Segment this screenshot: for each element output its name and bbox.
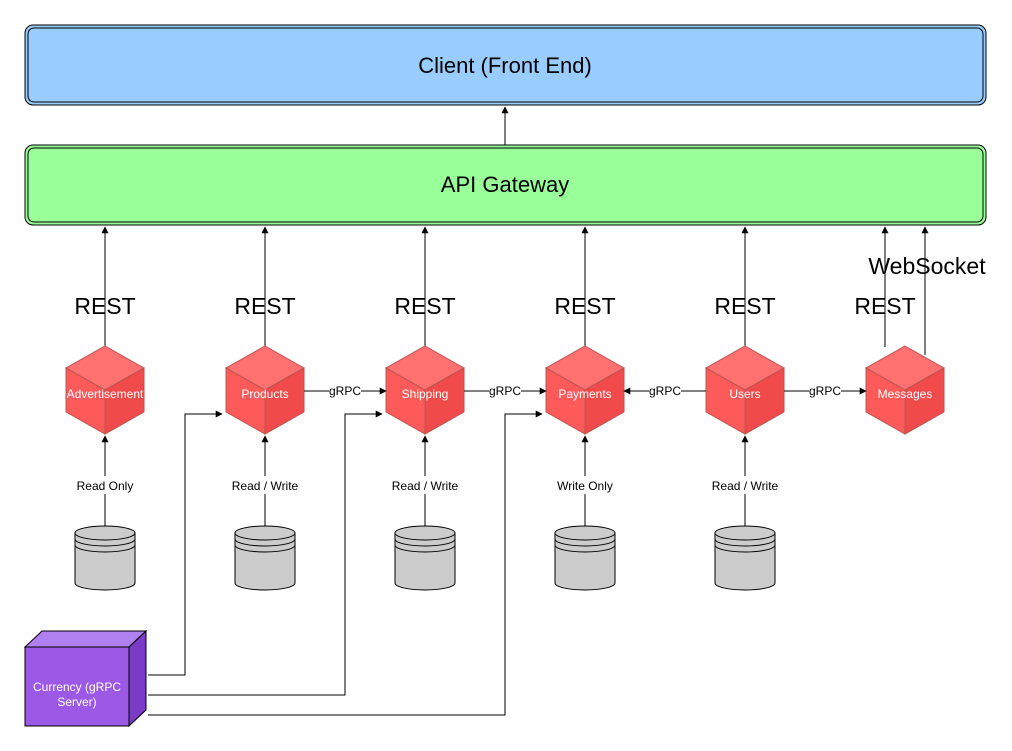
products-db-access-label: Read / Write — [232, 479, 299, 493]
currency-to-shipping-line — [148, 410, 383, 696]
grpc-label: gRPC — [489, 384, 521, 398]
payments-protocol-label: REST — [554, 293, 615, 319]
shipping-database[interactable] — [394, 525, 456, 591]
users-protocol-label: REST — [714, 293, 775, 319]
products-protocol-label: REST — [234, 293, 295, 319]
products-database[interactable] — [234, 525, 296, 591]
users-label: Users — [729, 387, 760, 401]
currency-server[interactable]: Currency (gRPC Server) — [23, 629, 148, 728]
messages-cube[interactable]: Messages — [864, 345, 946, 435]
shipping-label: Shipping — [402, 387, 449, 401]
grpc-links-layer: gRPC gRPC gRPC gRPC — [304, 382, 867, 398]
products-cube[interactable]: Products — [224, 345, 306, 435]
advertisement-cube[interactable]: Advertisement — [64, 345, 146, 435]
shipping-protocol-label: REST — [394, 293, 455, 319]
currency-label-line2: Server) — [57, 695, 96, 709]
currency-connections — [148, 410, 543, 716]
payments-cube[interactable]: Payments — [544, 345, 626, 435]
shipping-cube[interactable]: Shipping — [384, 345, 466, 435]
currency-to-products-line — [148, 410, 223, 676]
api-gateway-label: API Gateway — [441, 172, 569, 197]
currency-label-line1: Currency (gRPC — [33, 680, 121, 694]
products-label: Products — [241, 387, 288, 401]
grpc-label: gRPC — [649, 384, 681, 398]
advertisement-protocol-label: REST — [74, 293, 135, 319]
grpc-label: gRPC — [329, 384, 361, 398]
grpc-link-users-payments: gRPC — [623, 382, 706, 398]
advertisement-db-access-label: Read Only — [77, 479, 134, 493]
api-gateway-box[interactable]: API Gateway — [24, 144, 987, 226]
messages-protocol-label: REST — [854, 293, 915, 319]
users-cube[interactable]: Users — [704, 345, 786, 435]
client-box[interactable]: Client (Front End) — [24, 24, 987, 106]
grpc-label: gRPC — [809, 384, 841, 398]
client-label: Client (Front End) — [418, 53, 592, 78]
currency-to-payments-line — [148, 410, 543, 716]
grpc-link-products-shipping: gRPC — [304, 382, 387, 398]
shipping-db-access-label: Read / Write — [392, 479, 459, 493]
websocket-label: WebSocket — [868, 253, 986, 279]
payments-database[interactable] — [554, 525, 616, 591]
advertisement-database[interactable] — [74, 525, 136, 591]
grpc-link-shipping-payments: gRPC — [464, 382, 547, 398]
payments-label: Payments — [558, 387, 611, 401]
grpc-link-users-messages: gRPC — [784, 382, 867, 398]
advertisement-label: Advertisement — [67, 387, 144, 401]
users-database[interactable] — [714, 525, 776, 591]
service-messages[interactable]: REST Messages — [854, 226, 946, 435]
messages-label: Messages — [878, 387, 933, 401]
payments-db-access-label: Write Only — [557, 479, 613, 493]
users-db-access-label: Read / Write — [712, 479, 779, 493]
